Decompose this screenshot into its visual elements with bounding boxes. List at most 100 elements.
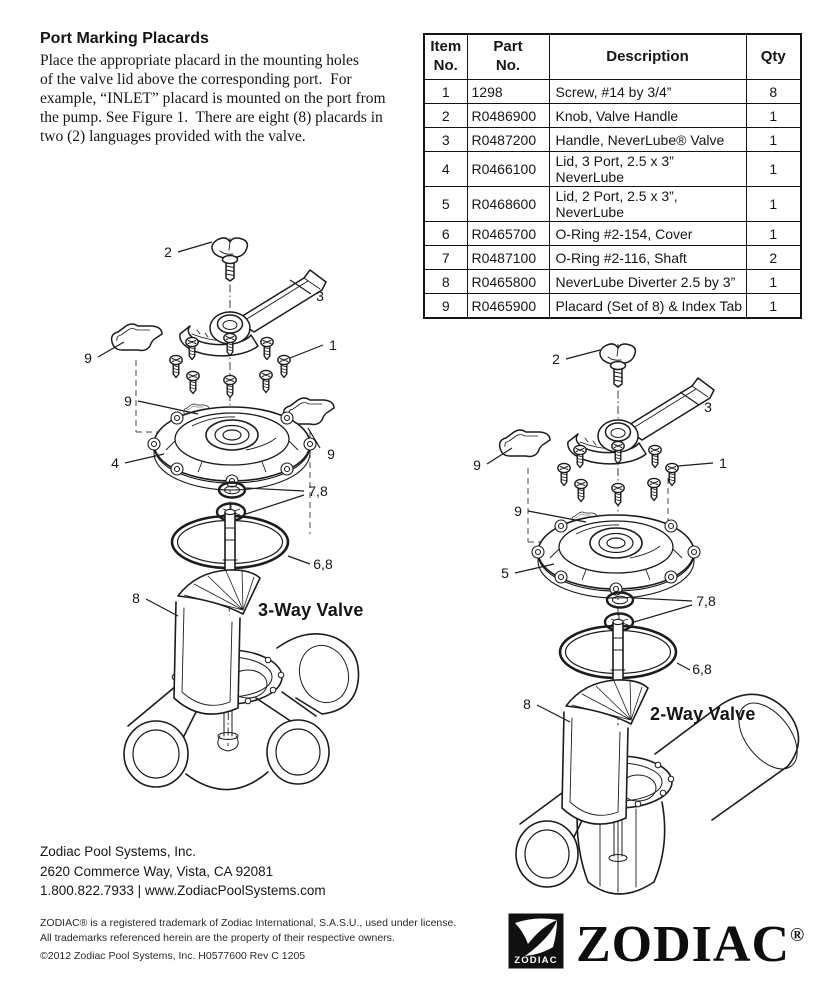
col-header-item-no: Item No. — [423, 33, 468, 80]
cell-part: R0465800 — [466, 269, 550, 294]
callout-label-3: 3 — [704, 399, 712, 415]
cell-qty: 1 — [745, 103, 802, 128]
callout-leader-lines — [97, 241, 324, 617]
cell-qty: 1 — [745, 127, 802, 152]
callout-label-1: 1 — [719, 455, 727, 471]
callout-label-2: 2 — [164, 244, 172, 260]
diagram-2way-valve: 2 3 9 1 9 5 7,8 6,8 8 2-Way Valve — [473, 343, 800, 895]
legal-line: ZODIAC® is a registered trademark of Zod… — [40, 917, 457, 929]
cell-item: 9 — [423, 293, 468, 319]
company-info: Zodiac Pool Systems, Inc. 2620 Commerce … — [40, 842, 326, 901]
placard-left — [110, 323, 163, 352]
cell-desc: O-Ring #2-154, Cover — [548, 221, 747, 246]
cell-part: R0465700 — [466, 221, 550, 246]
wordmark-text: ZODIAC — [576, 916, 791, 973]
intro-line: example, “INLET” placard is mounted on t… — [40, 90, 386, 107]
cell-desc: NeverLube Diverter 2.5 by 3” — [548, 269, 747, 294]
cell-part: R0487200 — [466, 127, 550, 152]
cell-part: R0466100 — [466, 151, 550, 187]
callout-label-8: 8 — [132, 590, 140, 606]
company-address: 2620 Commerce Way, Vista, CA 92081 — [40, 863, 274, 879]
page-title: Port Marking Placards — [40, 30, 209, 47]
cell-item: 7 — [423, 245, 468, 270]
cell-item: 5 — [423, 186, 468, 222]
copyright-line: ©2012 Zodiac Pool Systems, Inc. H0577600… — [40, 950, 306, 962]
callout-label-6-8: 6,8 — [692, 661, 712, 677]
legal-text: ZODIAC® is a registered trademark of Zod… — [40, 916, 456, 946]
callout-label-7-8: 7,8 — [696, 593, 716, 609]
cell-qty: 1 — [745, 221, 802, 246]
cell-desc: Lid, 2 Port, 2.5 x 3”, NeverLube — [548, 186, 747, 222]
cell-item: 8 — [423, 269, 468, 294]
callout-label-5: 5 — [501, 565, 509, 581]
lid-2-port — [531, 514, 701, 599]
intro-line: of the valve lid above the corresponding… — [40, 71, 352, 88]
handle-part — [567, 377, 715, 465]
intro-line: Place the appropriate placard in the mou… — [40, 52, 359, 69]
callout-label-2: 2 — [552, 351, 560, 367]
cell-desc: Lid, 3 Port, 2.5 x 3” NeverLube — [548, 151, 747, 187]
col-header-qty: Qty — [745, 33, 802, 80]
logo-icon-caption: ZODIAC — [514, 955, 558, 966]
cell-desc: O-Ring #2-116, Shaft — [548, 245, 747, 270]
cell-item: 4 — [423, 151, 468, 187]
intro-section: Port Marking Placards Place the appropri… — [40, 30, 418, 146]
col-header-description: Description — [548, 33, 747, 80]
cell-item: 2 — [423, 103, 468, 128]
intro-line: the pump. See Figure 1. There are eight … — [40, 109, 383, 126]
cell-part: R0468600 — [466, 186, 550, 222]
cell-item: 1 — [423, 79, 468, 104]
cell-qty: 1 — [745, 151, 802, 187]
callout-label-9: 9 — [84, 350, 92, 366]
cell-qty: 2 — [745, 245, 802, 270]
knob-part — [211, 237, 249, 282]
callout-label-9: 9 — [514, 503, 522, 519]
callout-label-9: 9 — [473, 457, 481, 473]
knob-part — [599, 343, 637, 388]
cell-desc: Screw, #14 by 3/4” — [548, 79, 747, 104]
callout-label-1: 1 — [329, 337, 337, 353]
cell-part: R0486900 — [466, 103, 550, 128]
callout-leader-lines — [486, 349, 714, 723]
callout-label-7-8: 7,8 — [308, 483, 328, 499]
intro-line: two (2) languages provided with the valv… — [40, 128, 306, 145]
zodiac-logo-icon: ZODIAC — [508, 913, 564, 968]
cell-qty: 8 — [745, 79, 802, 104]
callout-label-6-8: 6,8 — [313, 556, 333, 572]
callout-label-4: 4 — [111, 455, 119, 471]
callout-label-9: 9 — [124, 393, 132, 409]
cell-qty: 1 — [745, 293, 802, 319]
cell-desc: Knob, Valve Handle — [548, 103, 747, 128]
company-phone-web: 1.800.822.7933 | www.ZodiacPoolSystems.c… — [40, 883, 326, 898]
cell-part: R0487100 — [466, 245, 550, 270]
placard-left — [498, 429, 551, 458]
table-header-row: Item No. Part No. Description Qty — [423, 33, 802, 80]
cell-item: 3 — [423, 127, 468, 152]
diagram-title-2way: 2-Way Valve — [650, 704, 756, 724]
cell-qty: 1 — [745, 186, 802, 222]
cell-part: R0465900 — [466, 293, 550, 319]
cell-desc: Placard (Set of 8) & Index Tab — [548, 293, 747, 319]
cell-item: 6 — [423, 221, 468, 246]
company-name: Zodiac Pool Systems, Inc. — [40, 844, 197, 859]
callout-label-3: 3 — [316, 288, 324, 304]
cell-desc: Handle, NeverLube® Valve — [548, 127, 747, 152]
col-header-part-no: Part No. — [466, 33, 550, 80]
diagram-3way-valve: 2 3 9 1 9 9 4 7,8 6,8 8 3-Way Valve — [84, 237, 364, 791]
diagram-title-3way: 3-Way Valve — [258, 600, 364, 620]
lid-3-port — [147, 406, 317, 491]
handle-part — [179, 269, 327, 357]
callout-label-8: 8 — [523, 696, 531, 712]
legal-line: All trademarks referenced herein are the… — [40, 932, 395, 944]
